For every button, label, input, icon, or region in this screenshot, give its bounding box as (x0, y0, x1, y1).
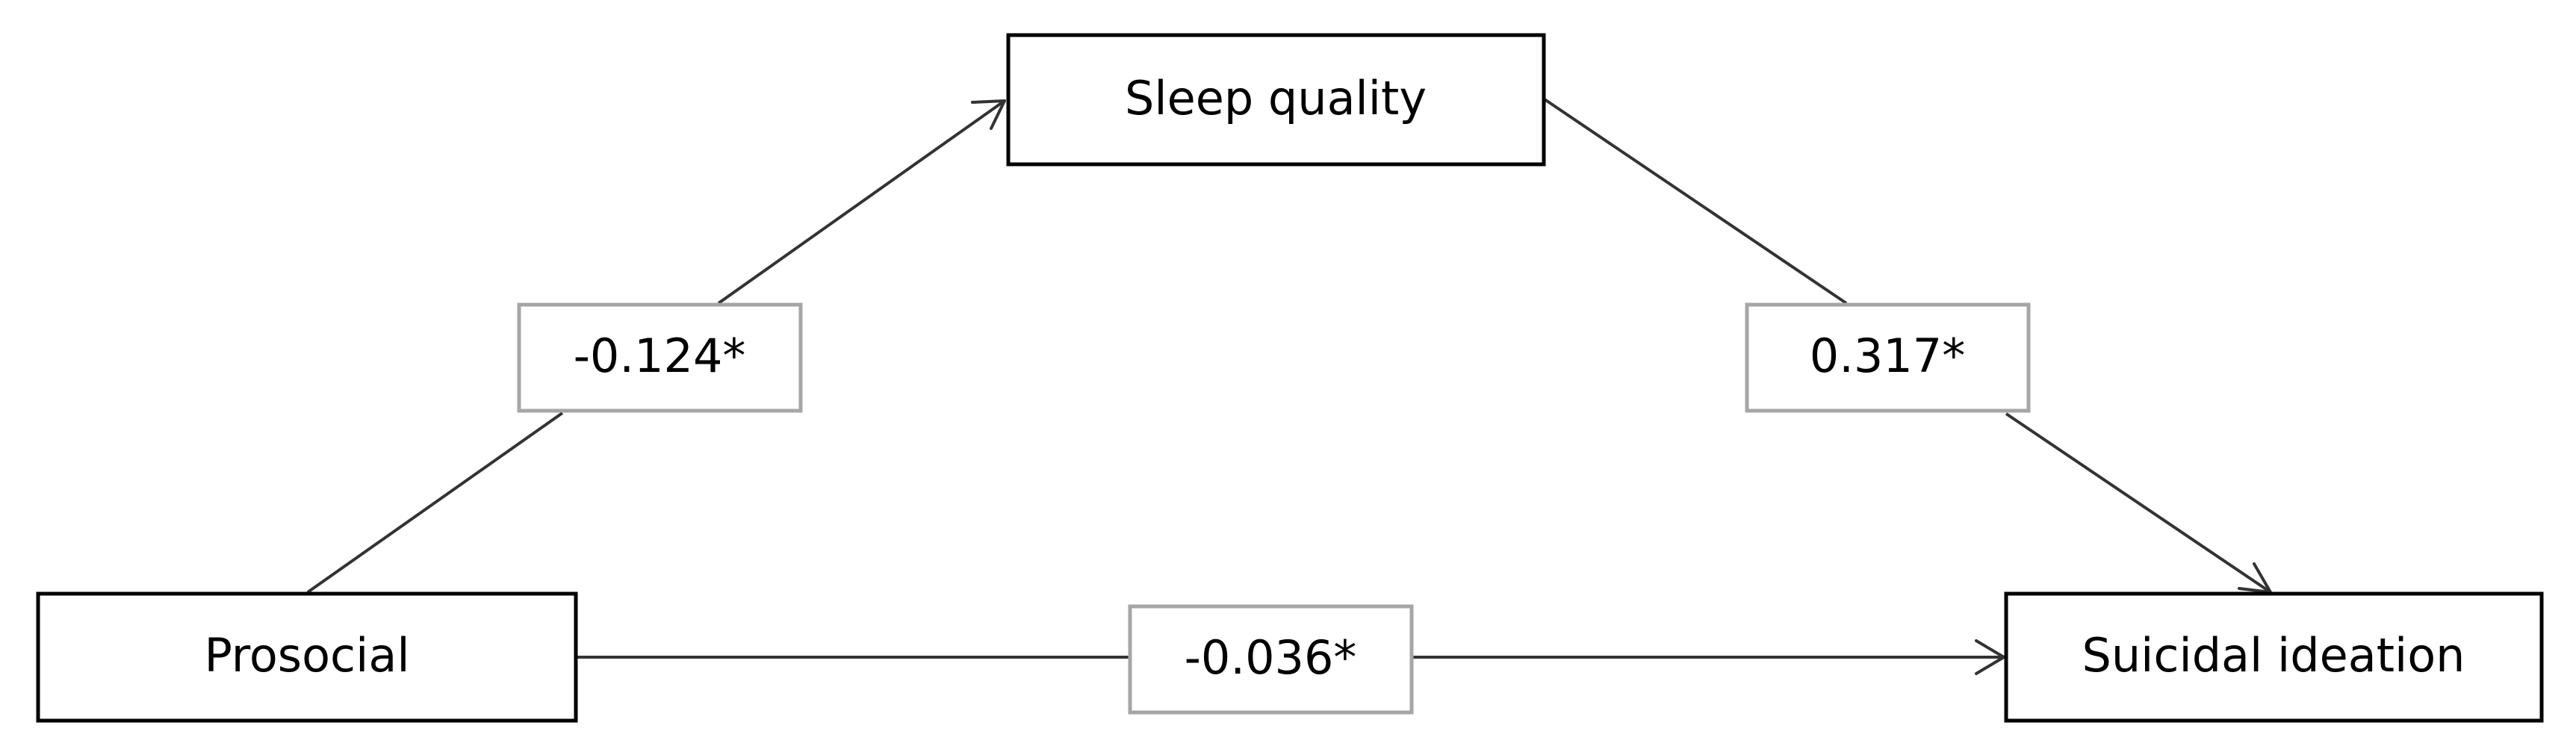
node-prosocial-label: Prosocial (204, 628, 409, 683)
arrow-head-to-sleep-quality (971, 99, 1006, 130)
coefficient-prosocial-to-suicidal-value: -0.036* (1185, 630, 1357, 685)
edge-sleep-to-suicidal-lower (2005, 412, 2272, 594)
node-prosocial: Prosocial (36, 591, 578, 723)
edge-prosocial-to-suicidal (577, 639, 2005, 675)
node-sleep-quality: Sleep quality (1006, 33, 1546, 167)
edge-prosocial-to-sleep-lower (306, 411, 564, 594)
node-suicidal-ideation-label: Suicidal ideation (2082, 628, 2465, 683)
coefficient-prosocial-to-sleep-value: -0.124* (574, 329, 746, 383)
node-sleep-quality-label: Sleep quality (1125, 71, 1427, 125)
arrow-head-to-suicidal-direct (1975, 639, 2005, 675)
edge-sleep-to-suicidal-upper (1543, 98, 1848, 305)
coefficient-sleep-to-suicidal-value: 0.317* (1810, 329, 1966, 383)
coefficient-sleep-to-suicidal: 0.317* (1745, 302, 2031, 413)
node-suicidal-ideation: Suicidal ideation (2004, 591, 2544, 723)
coefficient-prosocial-to-suicidal: -0.036* (1128, 604, 1414, 715)
coefficient-prosocial-to-sleep: -0.124* (517, 302, 803, 413)
edge-prosocial-to-sleep-upper (717, 99, 1006, 305)
edge-prosocial-to-sleep (306, 99, 1006, 594)
